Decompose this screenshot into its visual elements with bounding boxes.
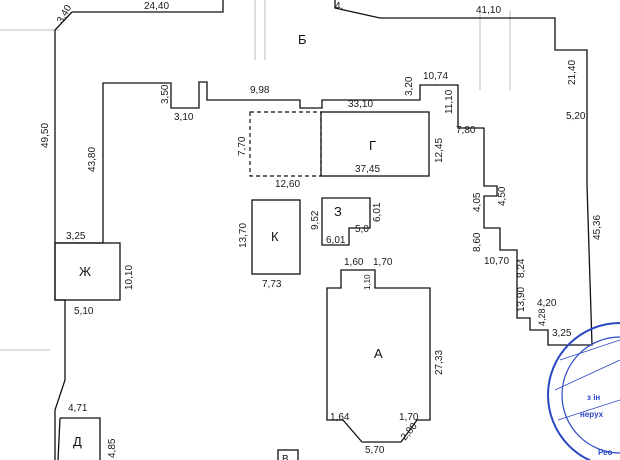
building-zh xyxy=(54,242,121,301)
dim-label: 10,10 xyxy=(124,265,135,290)
building-d xyxy=(57,417,101,460)
dim-label: 5,70 xyxy=(365,445,385,456)
stamp-outer-ring xyxy=(547,322,620,460)
building-d-label: Д xyxy=(73,434,82,449)
building-k-label: К xyxy=(271,229,279,244)
dim-label: 6,01 xyxy=(326,235,346,246)
stamp-lettering-mark xyxy=(554,339,620,421)
dim-label: 4,71 xyxy=(68,403,88,414)
dim-label: 4,28 xyxy=(537,308,547,326)
building-v-label: В xyxy=(282,454,289,460)
building-v xyxy=(277,449,299,460)
dim-label: 33,10 xyxy=(348,99,373,110)
dim-label: 7,80 xyxy=(456,125,476,136)
dim-label: 7,70 xyxy=(237,136,248,156)
stamp-inner-ring xyxy=(561,336,620,454)
dim-label: 8,60 xyxy=(472,232,483,252)
dim-label: 4, xyxy=(335,1,343,12)
dim-label: 13,70 xyxy=(238,223,249,248)
dim-label: 41,10 xyxy=(476,5,501,16)
dim-label: 9,98 xyxy=(250,85,270,96)
dim-label: 10,70 xyxy=(484,256,509,267)
dim-label: 45,36 xyxy=(592,215,603,240)
dim-label: 1,10 xyxy=(363,274,372,290)
building-a-label: А xyxy=(374,346,383,361)
dim-label: 43,80 xyxy=(87,147,98,172)
dim-label: 4,85 xyxy=(107,438,118,458)
building-g-dashed-area xyxy=(249,111,322,177)
building-b-label: Б xyxy=(298,32,307,47)
dim-label: 49,50 xyxy=(40,123,51,148)
dim-label: 27,33 xyxy=(434,350,445,375)
dim-label: 10,74 xyxy=(423,71,448,82)
dim-label: 3,50 xyxy=(160,84,171,104)
background-artifacts xyxy=(0,0,511,351)
dimension-labels: 3,40 24,40 4, 41,10 21,40 5,20 45,36 49,… xyxy=(40,1,603,458)
dim-label: 21,40 xyxy=(567,60,578,85)
building-a xyxy=(326,269,431,443)
dim-label: 8,24 xyxy=(516,258,527,278)
dim-label: 37,45 xyxy=(355,164,380,175)
building-z xyxy=(321,197,371,246)
dim-label: 11,10 xyxy=(444,89,455,114)
stamp-text-line: з ін xyxy=(587,393,600,402)
building-g xyxy=(320,111,430,177)
dim-label: 5,0 xyxy=(355,224,369,235)
dim-label: 4,05 xyxy=(472,192,483,212)
dim-label: 5,10 xyxy=(74,306,94,317)
dim-label: 3,40 xyxy=(55,3,74,26)
site-boundary xyxy=(54,0,593,460)
dim-label: 12,60 xyxy=(275,179,300,190)
dim-label: 24,40 xyxy=(144,1,169,12)
dim-label: 3,25 xyxy=(552,328,572,339)
building-k xyxy=(251,199,301,275)
building-zh-label: Ж xyxy=(79,264,91,279)
stamp-text-line: Рео xyxy=(598,448,613,457)
dim-label: 1,64 xyxy=(330,412,350,423)
dim-label: 5,20 xyxy=(566,111,586,122)
building-g-label: Г xyxy=(369,138,376,153)
stamp-text-line: нерух xyxy=(580,410,604,419)
dim-label: 6,01 xyxy=(372,202,383,222)
building-z-label: З xyxy=(334,204,342,219)
dim-label: 13,90 xyxy=(516,287,527,312)
dim-label: 7,73 xyxy=(262,279,282,290)
dim-label: 3,25 xyxy=(66,231,86,242)
dim-label: 1,60 xyxy=(344,257,364,268)
dim-label: 4,20 xyxy=(537,298,557,309)
dim-label: 12,45 xyxy=(434,138,445,163)
dim-label: 4,50 xyxy=(497,186,508,206)
dim-label: 1,70 xyxy=(399,412,419,423)
dim-label: 1,70 xyxy=(373,257,393,268)
official-stamp: з ін нерух Рео xyxy=(547,322,620,460)
dim-label: 2,80 xyxy=(399,421,420,443)
dim-label: 9,52 xyxy=(310,210,321,230)
dim-label: 3,10 xyxy=(174,112,194,123)
dim-label: 3,20 xyxy=(404,76,415,96)
